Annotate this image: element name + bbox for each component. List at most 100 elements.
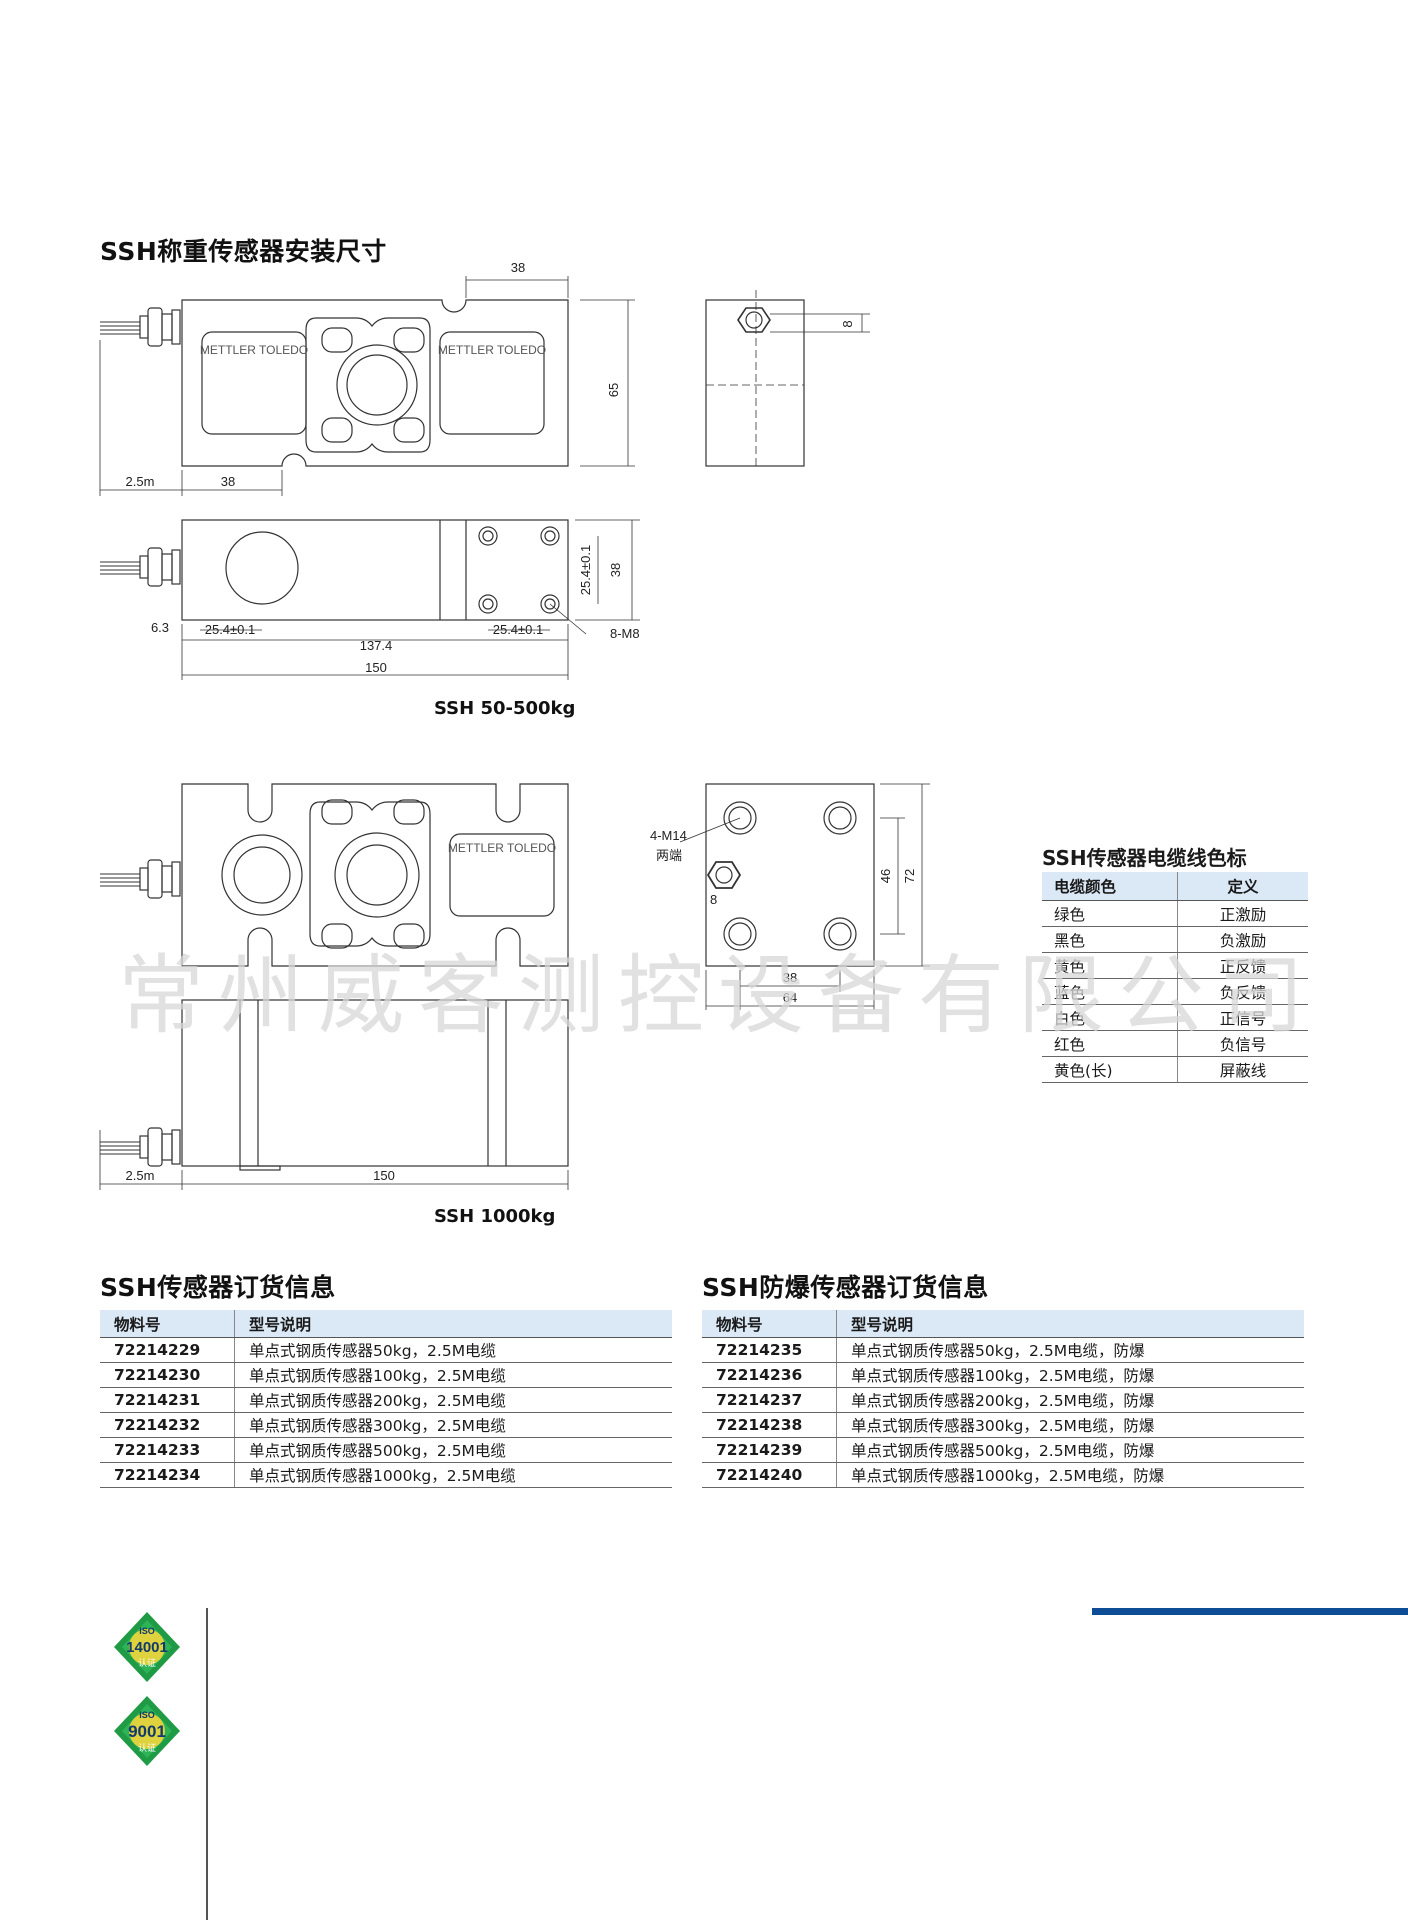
cable-definition-cell: 正信号 xyxy=(1177,1004,1308,1031)
dim-width: 38 xyxy=(608,563,623,577)
dim-height: 65 xyxy=(606,383,621,397)
dim2-hex: 8 xyxy=(710,892,717,907)
part-number-cell: 72214232 xyxy=(100,1412,235,1438)
badge-number-text: 9001 xyxy=(128,1722,166,1741)
part-number-cell: 72214230 xyxy=(100,1362,235,1388)
dim2-thread-note: 两端 xyxy=(656,848,682,863)
table-row: 蓝色负反馈 xyxy=(1042,978,1308,1005)
model-description-cell: 单点式钢质传感器200kg，2.5M电缆，防爆 xyxy=(836,1387,1304,1413)
accent-bar xyxy=(1092,1608,1408,1615)
part-number-cell: 72214237 xyxy=(702,1387,837,1413)
badge-top-text: ISO xyxy=(139,1710,155,1720)
brand-label-right: METTLER TOLEDO xyxy=(438,343,546,357)
table-header-row: 物料号 型号说明 xyxy=(702,1310,1304,1338)
dim-end-height: 8 xyxy=(840,320,855,327)
cable-color-cell: 黑色 xyxy=(1042,926,1178,953)
column-header: 型号说明 xyxy=(234,1310,672,1338)
dim-hole-span: 137.4 xyxy=(360,638,393,653)
cable-definition-cell: 负反馈 xyxy=(1177,978,1308,1005)
dim2-thread: 4-M14 xyxy=(650,828,687,843)
cable-table-title: SSH传感器电缆线色标 xyxy=(1042,846,1247,870)
table-header-row: 物料号 型号说明 xyxy=(100,1310,672,1338)
table-row: 黄色正反馈 xyxy=(1042,952,1308,979)
part-number-cell: 72214238 xyxy=(702,1412,837,1438)
dim-cable-length: 2.5m xyxy=(126,474,155,489)
brand-label-1000: METTLER TOLEDO xyxy=(448,841,556,855)
part-number-cell: 72214231 xyxy=(100,1387,235,1413)
cable-color-cell: 黄色(长) xyxy=(1042,1056,1178,1083)
cable-color-cell: 白色 xyxy=(1042,1004,1178,1031)
table-row: 绿色正激励 xyxy=(1042,900,1308,927)
order-info-title: SSH传感器订货信息 xyxy=(100,1273,336,1302)
model-description-cell: 单点式钢质传感器50kg，2.5M电缆 xyxy=(234,1337,672,1363)
model-description-cell: 单点式钢质传感器300kg，2.5M电缆 xyxy=(234,1412,672,1438)
model-description-cell: 单点式钢质传感器1000kg，2.5M电缆 xyxy=(234,1462,672,1488)
model-description-cell: 单点式钢质传感器500kg，2.5M电缆 xyxy=(234,1437,672,1463)
dimension-drawings: METTLER TOLEDO METTLER TOLEDO METTLER TO… xyxy=(99,260,930,1190)
dim-hole-pitch-right: 25.4±0.1 xyxy=(493,622,544,637)
part-number-cell: 72214235 xyxy=(702,1337,837,1363)
model-description-cell: 单点式钢质传感器300kg，2.5M电缆，防爆 xyxy=(836,1412,1304,1438)
ssh-1000-side-view xyxy=(100,999,569,1171)
model-description-cell: 单点式钢质传感器50kg，2.5M电缆，防爆 xyxy=(836,1337,1304,1363)
part-number-cell: 72214234 xyxy=(100,1462,235,1488)
table-row: 红色负信号 xyxy=(1042,1030,1308,1057)
badge-top-text: ISO xyxy=(139,1626,155,1636)
dim-thread: 8-M8 xyxy=(610,626,640,641)
table-header-row: 电缆颜色 定义 xyxy=(1042,872,1308,901)
dim2-inner-height: 46 xyxy=(878,869,893,883)
dim2-total-length: 150 xyxy=(373,1168,395,1183)
footer-divider xyxy=(206,1608,208,1920)
column-header: 定义 xyxy=(1177,872,1308,901)
cable-definition-cell: 负激励 xyxy=(1177,926,1308,953)
part-number-cell: 72214229 xyxy=(100,1337,235,1363)
dim-hole-offset: 6.3 xyxy=(151,620,169,635)
table-row: 白色正信号 xyxy=(1042,1004,1308,1031)
part-number-cell: 72214239 xyxy=(702,1437,837,1463)
model-description-cell: 单点式钢质传感器1000kg，2.5M电缆，防爆 xyxy=(836,1462,1304,1488)
cable-definition-cell: 负信号 xyxy=(1177,1030,1308,1057)
cable-definition-cell: 正反馈 xyxy=(1177,952,1308,979)
cable-color-table: 电缆颜色 定义 绿色正激励 黑色负激励 黄色正反馈 蓝色负反馈 白色正信号 红色… xyxy=(1042,872,1308,1083)
ssh-1000-front-view xyxy=(100,783,569,967)
dim-hole-pitch-left: 25.4±0.1 xyxy=(205,622,256,637)
column-header: 电缆颜色 xyxy=(1042,872,1178,901)
model-description-cell: 单点式钢质传感器100kg，2.5M电缆 xyxy=(234,1362,672,1388)
model-description-cell: 单点式钢质传感器500kg，2.5M电缆，防爆 xyxy=(836,1437,1304,1463)
column-header: 物料号 xyxy=(702,1310,837,1338)
cable-definition-cell: 正激励 xyxy=(1177,900,1308,927)
model-description-cell: 单点式钢质传感器200kg，2.5M电缆 xyxy=(234,1387,672,1413)
dim2-inner-width: 38 xyxy=(783,970,797,985)
part-number-cell: 72214240 xyxy=(702,1462,837,1488)
ssh-500-top-view xyxy=(100,519,569,621)
dim2-cable-length: 2.5m xyxy=(126,1168,155,1183)
part-number-cell: 72214233 xyxy=(100,1437,235,1463)
caption-ssh-1000: SSH 1000kg xyxy=(434,1206,556,1227)
ssh-500-end-view xyxy=(705,290,870,470)
dim2-outer-height: 72 xyxy=(902,869,917,883)
dim-width-tolerance: 25.4±0.1 xyxy=(578,545,593,596)
ssh-500-front-view xyxy=(100,299,569,467)
dim-top-width: 38 xyxy=(511,260,525,275)
badge-bottom-text: 认证 xyxy=(138,1657,156,1668)
ssh-1000-end-view xyxy=(679,783,875,967)
dim-bottom-width: 38 xyxy=(221,474,235,489)
badge-bottom-text: 认证 xyxy=(138,1742,156,1753)
table-row: 黑色负激励 xyxy=(1042,926,1308,953)
brand-label-left: METTLER TOLEDO xyxy=(200,343,308,357)
cable-color-cell: 绿色 xyxy=(1042,900,1178,927)
ex-order-info-title: SSH防爆传感器订货信息 xyxy=(702,1273,989,1302)
model-description-cell: 单点式钢质传感器100kg，2.5M电缆，防爆 xyxy=(836,1362,1304,1388)
iso-14001-badge: ISO 14001 认证 xyxy=(114,1612,180,1682)
